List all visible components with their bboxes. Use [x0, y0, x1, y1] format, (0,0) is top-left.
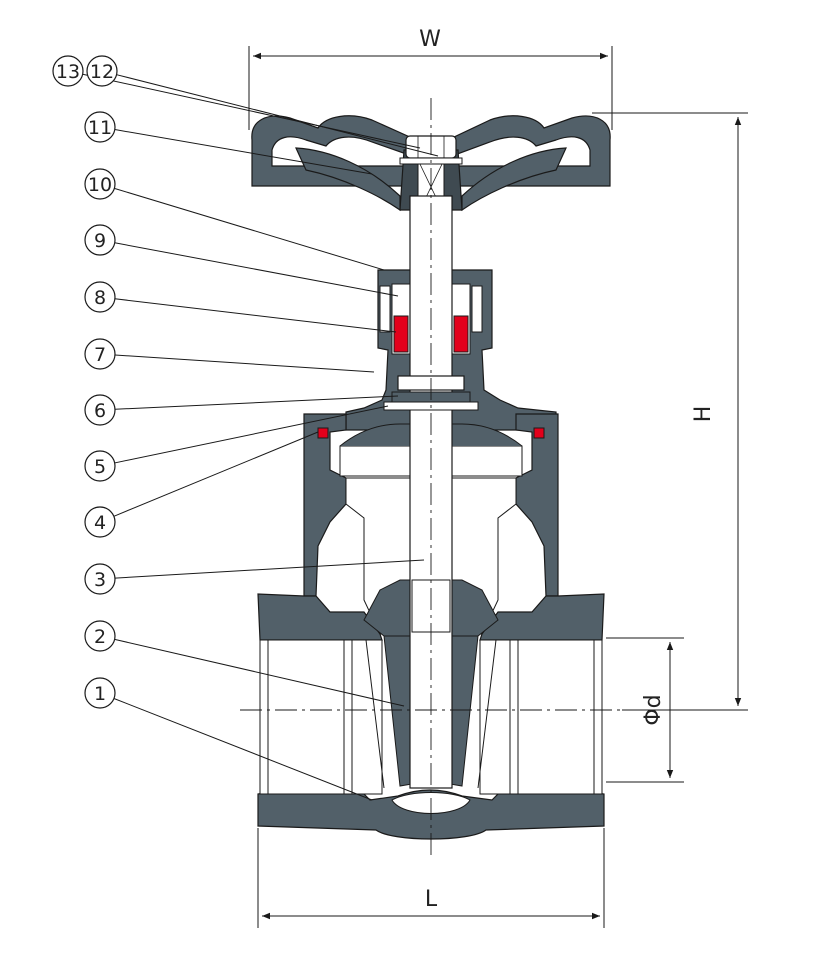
callout-leader-6 — [114, 395, 399, 410]
handwheel — [251, 115, 611, 212]
center-lines — [240, 98, 620, 856]
dim-w-label: W — [419, 27, 441, 52]
callout-number-3: 3 — [94, 569, 106, 591]
callout-leader-5 — [114, 405, 389, 464]
callout-bubble-3 — [84, 563, 116, 595]
dimension-lines — [248, 46, 748, 928]
callout-leader-4 — [113, 431, 319, 517]
callout-leader-12 — [116, 74, 439, 157]
callout-group: 13 12 11 10 9 8 7 6 5 4 3 2 1 — [52, 55, 439, 801]
callout-number-1: 1 — [94, 683, 106, 705]
callout-leader-3 — [114, 559, 425, 579]
body-seal-right — [533, 427, 545, 439]
callout-bubble-13 — [52, 55, 84, 87]
callout-bubble-12 — [86, 55, 118, 87]
callout-bubble-4 — [84, 506, 116, 538]
callout-bubble-11 — [84, 111, 116, 143]
packing-left — [393, 315, 409, 353]
callout-number-13: 13 — [56, 61, 80, 83]
callout-bubble-6 — [84, 394, 116, 426]
gate-wedge — [383, 635, 413, 787]
callout-number-4: 4 — [94, 512, 106, 534]
callout-bubble-7 — [84, 338, 116, 370]
callout-leader-8 — [114, 298, 397, 333]
callout-bubble-9 — [84, 224, 116, 256]
callout-bubble-8 — [84, 281, 116, 313]
callout-leader-7 — [114, 354, 375, 373]
callout-bubble-10 — [84, 168, 116, 200]
callout-number-7: 7 — [94, 344, 106, 366]
callout-number-10: 10 — [88, 174, 112, 196]
callout-leader-9 — [114, 242, 399, 297]
callout-number-5: 5 — [94, 456, 106, 478]
callout-number-6: 6 — [94, 400, 106, 422]
callout-bubble-2 — [84, 620, 116, 652]
callout-number-9: 9 — [94, 230, 106, 252]
callout-number-2: 2 — [94, 626, 106, 648]
dim-l-label: L — [425, 887, 438, 912]
callout-bubble-1 — [84, 677, 116, 709]
callout-number-12: 12 — [90, 61, 114, 83]
callout-leader-1 — [113, 698, 373, 801]
callout-number-11: 11 — [88, 117, 112, 139]
body-seal-left — [317, 427, 329, 439]
callout-leader-10 — [114, 187, 385, 271]
packing-right — [453, 315, 469, 353]
dim-h-label: H — [691, 406, 716, 423]
callout-leader-11 — [114, 129, 373, 175]
dim-d-label: Φd — [641, 694, 666, 725]
callout-number-8: 8 — [94, 287, 106, 309]
callout-leader-2 — [114, 638, 405, 707]
callout-leader-13 — [82, 73, 421, 149]
callout-bubble-5 — [84, 450, 116, 482]
pipe-ends — [259, 639, 603, 795]
